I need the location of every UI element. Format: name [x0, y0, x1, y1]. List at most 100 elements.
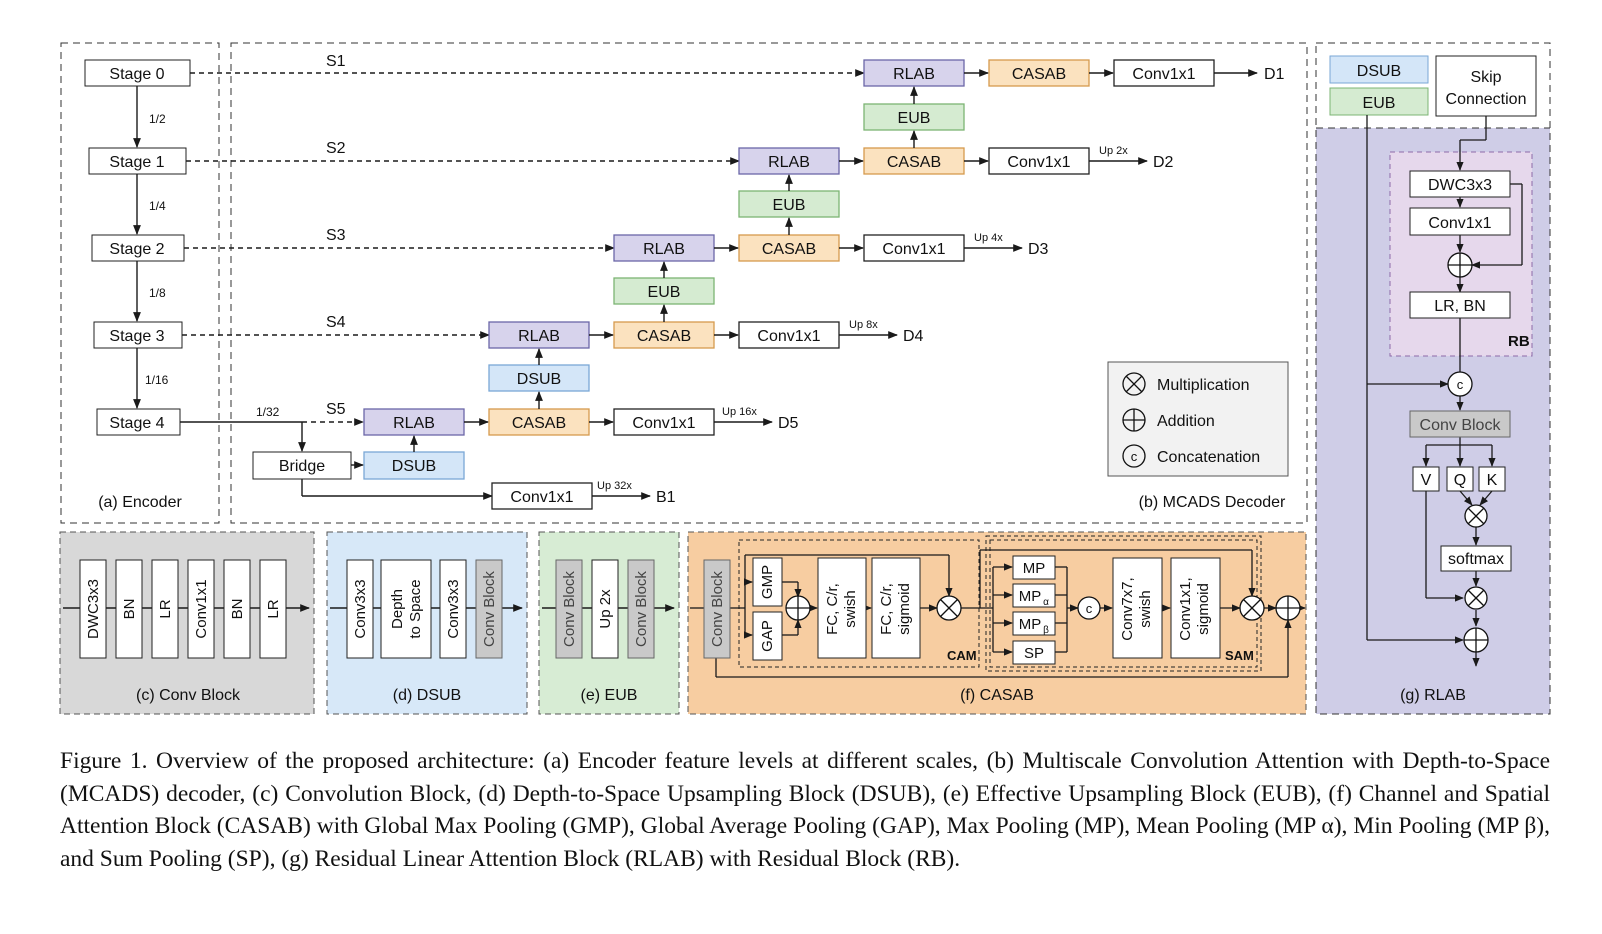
dsub-diagram: Conv3x3 Depth to Space Conv3x3 Conv Bloc… [330, 559, 523, 704]
casab-add-icon-2 [1275, 595, 1301, 621]
cam-frame [738, 539, 980, 668]
stage-3-label: Stage 3 [109, 328, 164, 345]
eub-layer-conv-block-a: Conv Block [561, 571, 578, 647]
conv-box-5 [613, 408, 715, 436]
conv-label-3: Conv1x1 [882, 241, 945, 258]
addition-icon [1122, 408, 1146, 432]
rlab-concat-glyph: c [1457, 377, 1464, 392]
stage-3-box [93, 321, 183, 349]
stage-0-label: Stage 0 [109, 66, 164, 83]
stage-1-box [88, 147, 187, 175]
dsub-label-4: DSUB [517, 371, 561, 388]
skip-s1: S1 [326, 53, 346, 70]
conv-label-1: Conv1x1 [1132, 66, 1195, 83]
output-d5: D5 [778, 415, 799, 432]
casab-label-3: CASAB [762, 241, 816, 258]
rlab-mult-icon-2 [1464, 586, 1488, 610]
decoder-frame [230, 42, 1308, 524]
dsub-layer-to-space: to Space [407, 579, 424, 638]
stage-4-box [96, 408, 181, 436]
legend-box [1107, 361, 1289, 477]
casab-concat-icon [1077, 596, 1101, 620]
casab-sp: SP [1024, 645, 1044, 662]
rlab-diagram: DSUB EUB Skip Connection RB [1329, 55, 1537, 704]
casab-gmp: GMP [759, 565, 776, 599]
dsub-layer-conv-block: Conv Block [481, 571, 498, 647]
figure-caption: Figure 1. Overview of the proposed archi… [60, 748, 1550, 872]
legend-concatenation: Concatenation [1157, 449, 1260, 466]
eub-label-1: EUB [898, 110, 931, 127]
bridge-scale-label: 1/32 [256, 405, 280, 419]
casab-box-5 [488, 408, 590, 436]
rlab-mult-icon-1 [1464, 504, 1488, 528]
encoder-title: (a) Encoder [98, 494, 182, 511]
casab-gap: GAP [759, 620, 776, 652]
stage-2-box [91, 234, 185, 262]
casab-mp: MP [1023, 560, 1046, 577]
rlab-box-2 [738, 147, 840, 175]
casab-mp-beta: MP [1019, 616, 1042, 633]
rlab-add-icon-2 [1463, 627, 1489, 653]
conv-box-4 [738, 321, 840, 349]
output-d3: D3 [1028, 241, 1049, 258]
casab-diagram: Conv Block GMP GAP FC, C/r, swish FC, C/… [690, 535, 1306, 704]
skip-s3: S3 [326, 227, 346, 244]
skip-s4: S4 [326, 314, 346, 331]
conv-box-2 [988, 147, 1090, 175]
rlab-label-3: RLAB [643, 241, 685, 258]
conv-block-title: (c) Conv Block [136, 687, 241, 704]
casab-box-4 [613, 321, 715, 349]
legend: Multiplication Addition c Concatenation [1107, 361, 1289, 477]
conv-block-diagram: DWC3x3 BN LR Conv1x1 BN LR (c) Conv Bloc… [63, 559, 310, 704]
rlab-conv1x1: Conv1x1 [1428, 215, 1491, 232]
rlab-box-4 [488, 321, 590, 349]
skip-s5: S5 [326, 401, 346, 418]
casab-cam-label: CAM [947, 648, 977, 663]
dsub-box-5 [363, 451, 465, 480]
rlab-dsub: DSUB [1357, 63, 1401, 80]
casab-mult-icon-1 [936, 595, 962, 621]
scale-label-3: 1/16 [145, 373, 169, 387]
conv-block-layer-2: LR [157, 599, 174, 618]
stage-1-label: Stage 1 [109, 154, 164, 171]
casab-fc2-line1: FC, C/r, [878, 583, 895, 635]
conv-block-layer-3: Conv1x1 [193, 579, 210, 638]
rlab-skip-line1: Skip [1470, 69, 1501, 86]
output-b1: B1 [656, 489, 676, 506]
decoder-blocks: RLAB CASAB Conv1x1 EUB RLAB CASAB Conv1x… [363, 59, 1215, 510]
rlab-q: Q [1454, 472, 1466, 489]
eub-box-3 [613, 277, 715, 305]
casab-fc1-line1: FC, C/r, [824, 583, 841, 635]
casab-conv-block: Conv Block [709, 571, 726, 647]
dsub-title: (d) DSUB [393, 687, 461, 704]
rlab-box-3 [613, 234, 715, 262]
upsample-2x: Up 2x [1099, 145, 1128, 157]
conv-block-layer-5: LR [265, 599, 282, 618]
rlab-label-2: RLAB [768, 154, 810, 171]
eub-layer-up2x: Up 2x [597, 589, 614, 629]
rlab-conv-block: Conv Block [1420, 417, 1502, 434]
scale-label-0: 1/2 [149, 112, 166, 126]
casab-conv7-line1: Conv7x7, [1119, 577, 1136, 640]
rlab-label-1: RLAB [893, 66, 935, 83]
rlab-skip-line2: Connection [1446, 91, 1527, 108]
concatenation-icon-glyph: c [1131, 449, 1138, 464]
casab-conv1-line2: sigmoid [1195, 583, 1212, 635]
casab-conv7-line2: swish [1137, 590, 1154, 628]
dsub-box-4 [488, 364, 590, 392]
conv-label-2: Conv1x1 [1007, 154, 1070, 171]
eub-diagram: Conv Block Up 2x Conv Block (e) EUB [542, 559, 675, 704]
dsub-layer-conv3x3-b: Conv3x3 [445, 579, 462, 638]
casab-label-2: CASAB [887, 154, 941, 171]
upsample-8x: Up 8x [849, 319, 878, 331]
rlab-v: V [1421, 472, 1432, 489]
casab-mp-alpha-sub: α [1043, 597, 1049, 608]
dsub-label-5: DSUB [392, 458, 436, 475]
encoder: Stage 0 Stage 1 Stage 2 Stage 3 Stage 4 … [84, 59, 191, 511]
rlab-concat-icon [1447, 371, 1473, 397]
eub-layer-conv-block-b: Conv Block [633, 571, 650, 647]
rlab-label-4: RLAB [518, 328, 560, 345]
eub-label-2: EUB [773, 197, 806, 214]
skip-connections [180, 69, 865, 500]
bridge-label: Bridge [279, 458, 325, 475]
